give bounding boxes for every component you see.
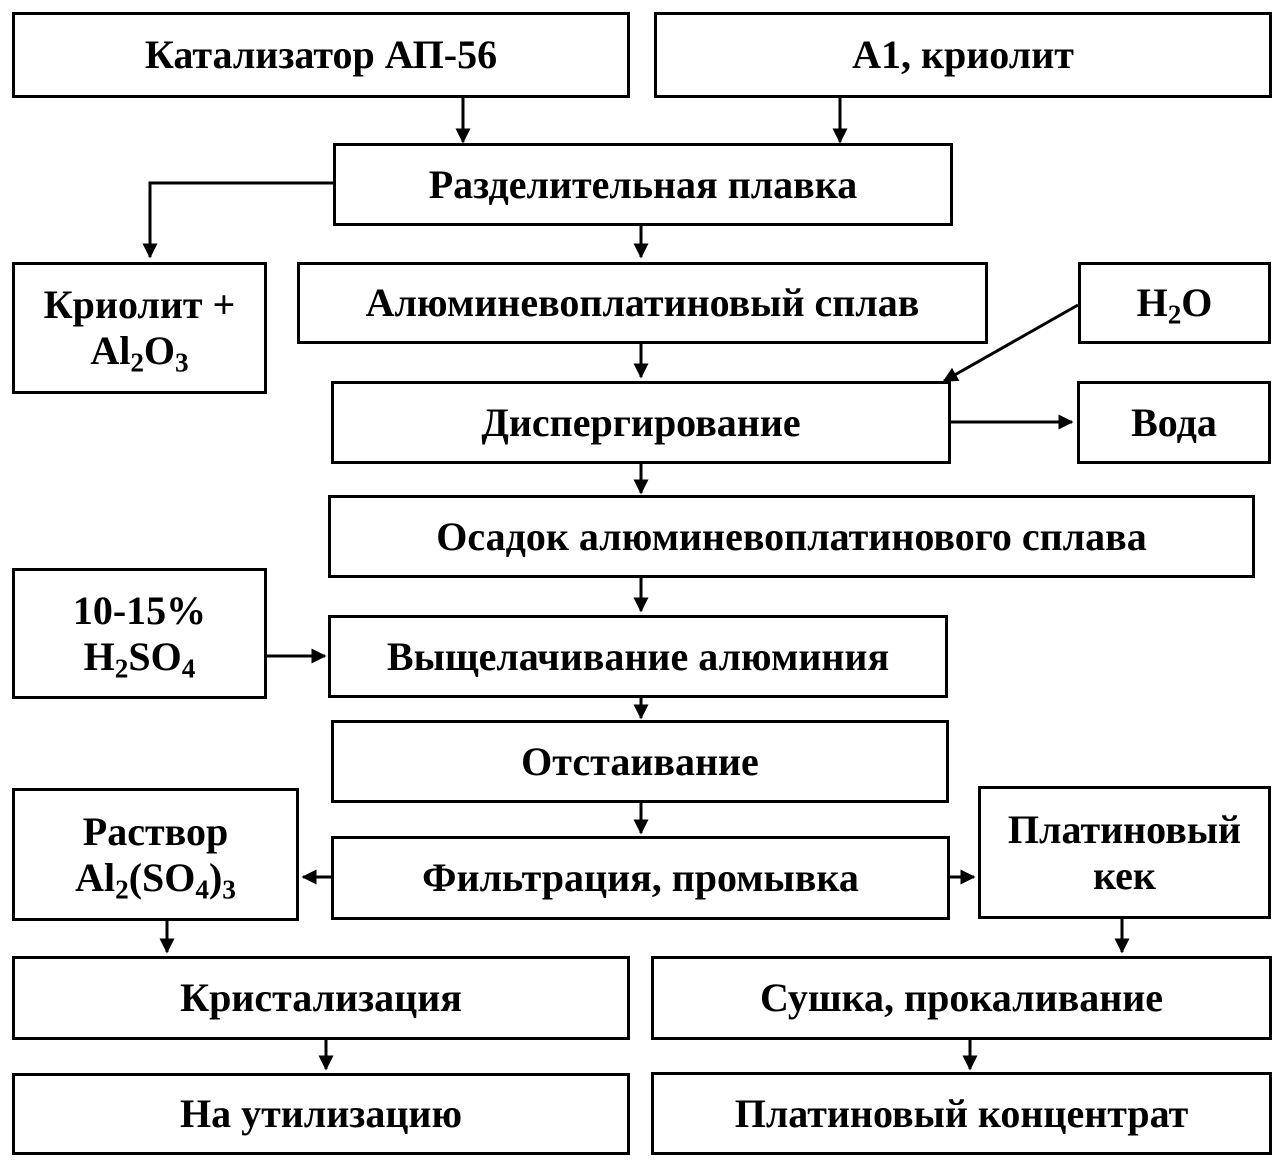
dispersion-label: Диспергирование (481, 399, 801, 445)
arrow-separation-to-cryolite (142, 181, 334, 259)
drying-box: Сушка, прокаливание (651, 956, 1272, 1040)
al2so43-formula: Al2(SO4)3 (75, 854, 236, 905)
cryolite-line1: Криолит + (43, 282, 236, 327)
catalyst-label: Катализатор АП-56 (144, 32, 498, 77)
acid-box: 10-15% H2SO4 (12, 568, 267, 699)
h2o-formula: H2O (1136, 280, 1213, 330)
solution-box: Раствор Al2(SO4)3 (12, 788, 299, 921)
crystallization-box: Кристализация (12, 956, 630, 1040)
settling-box: Отстаивание (331, 720, 949, 803)
filtration-label: Фильтрация, промывка (422, 855, 859, 900)
acid-concentration: 10-15% (72, 587, 207, 633)
arrow-h2o-to-dispersion (942, 303, 1079, 383)
platinum-cake-box: Платиновый кек (978, 786, 1271, 919)
al2o3-formula: Al2O3 (90, 328, 189, 378)
alloy-box: Алюминевоплатиновый сплав (297, 262, 988, 344)
water-label: Вода (1131, 399, 1217, 445)
separation-melting-label: Разделительная плавка (428, 161, 858, 207)
leaching-box: Выщелачивание алюминия (328, 615, 948, 698)
sediment-label: Осадок алюминевоплатинового сплава (436, 513, 1147, 559)
al-cryolite-box: A1, криолит (654, 12, 1272, 98)
h2o-box: H2O (1078, 262, 1271, 344)
platinum-cake-line2: кек (1093, 852, 1156, 898)
cryolite-al2o3-box: Криолит + Al2O3 (12, 262, 267, 394)
disposal-label: На утилизацию (179, 1091, 463, 1136)
separation-melting-box: Разделительная плавка (333, 143, 953, 226)
al-cryolite-label: A1, криолит (852, 32, 1074, 77)
solution-line1: Раствор (82, 808, 229, 854)
catalyst-box: Катализатор АП-56 (12, 12, 630, 98)
disposal-box: На утилизацию (12, 1073, 630, 1155)
platinum-cake-line1: Платиновый (1007, 806, 1242, 852)
h2so4-formula: H2SO4 (83, 633, 196, 684)
concentrate-label: Платиновый концентрат (734, 1090, 1189, 1136)
settling-label: Отстаивание (521, 738, 759, 784)
leaching-label: Выщелачивание алюминия (386, 633, 890, 679)
alloy-label: Алюминевоплатиновый сплав (365, 280, 920, 325)
crystallization-label: Кристализация (180, 975, 462, 1020)
water-box: Вода (1077, 381, 1271, 464)
concentrate-box: Платиновый концентрат (651, 1072, 1272, 1155)
sediment-box: Осадок алюминевоплатинового сплава (328, 495, 1255, 578)
drying-label: Сушка, прокаливание (759, 975, 1164, 1020)
dispersion-box: Диспергирование (331, 381, 951, 464)
filtration-box: Фильтрация, промывка (331, 836, 950, 920)
